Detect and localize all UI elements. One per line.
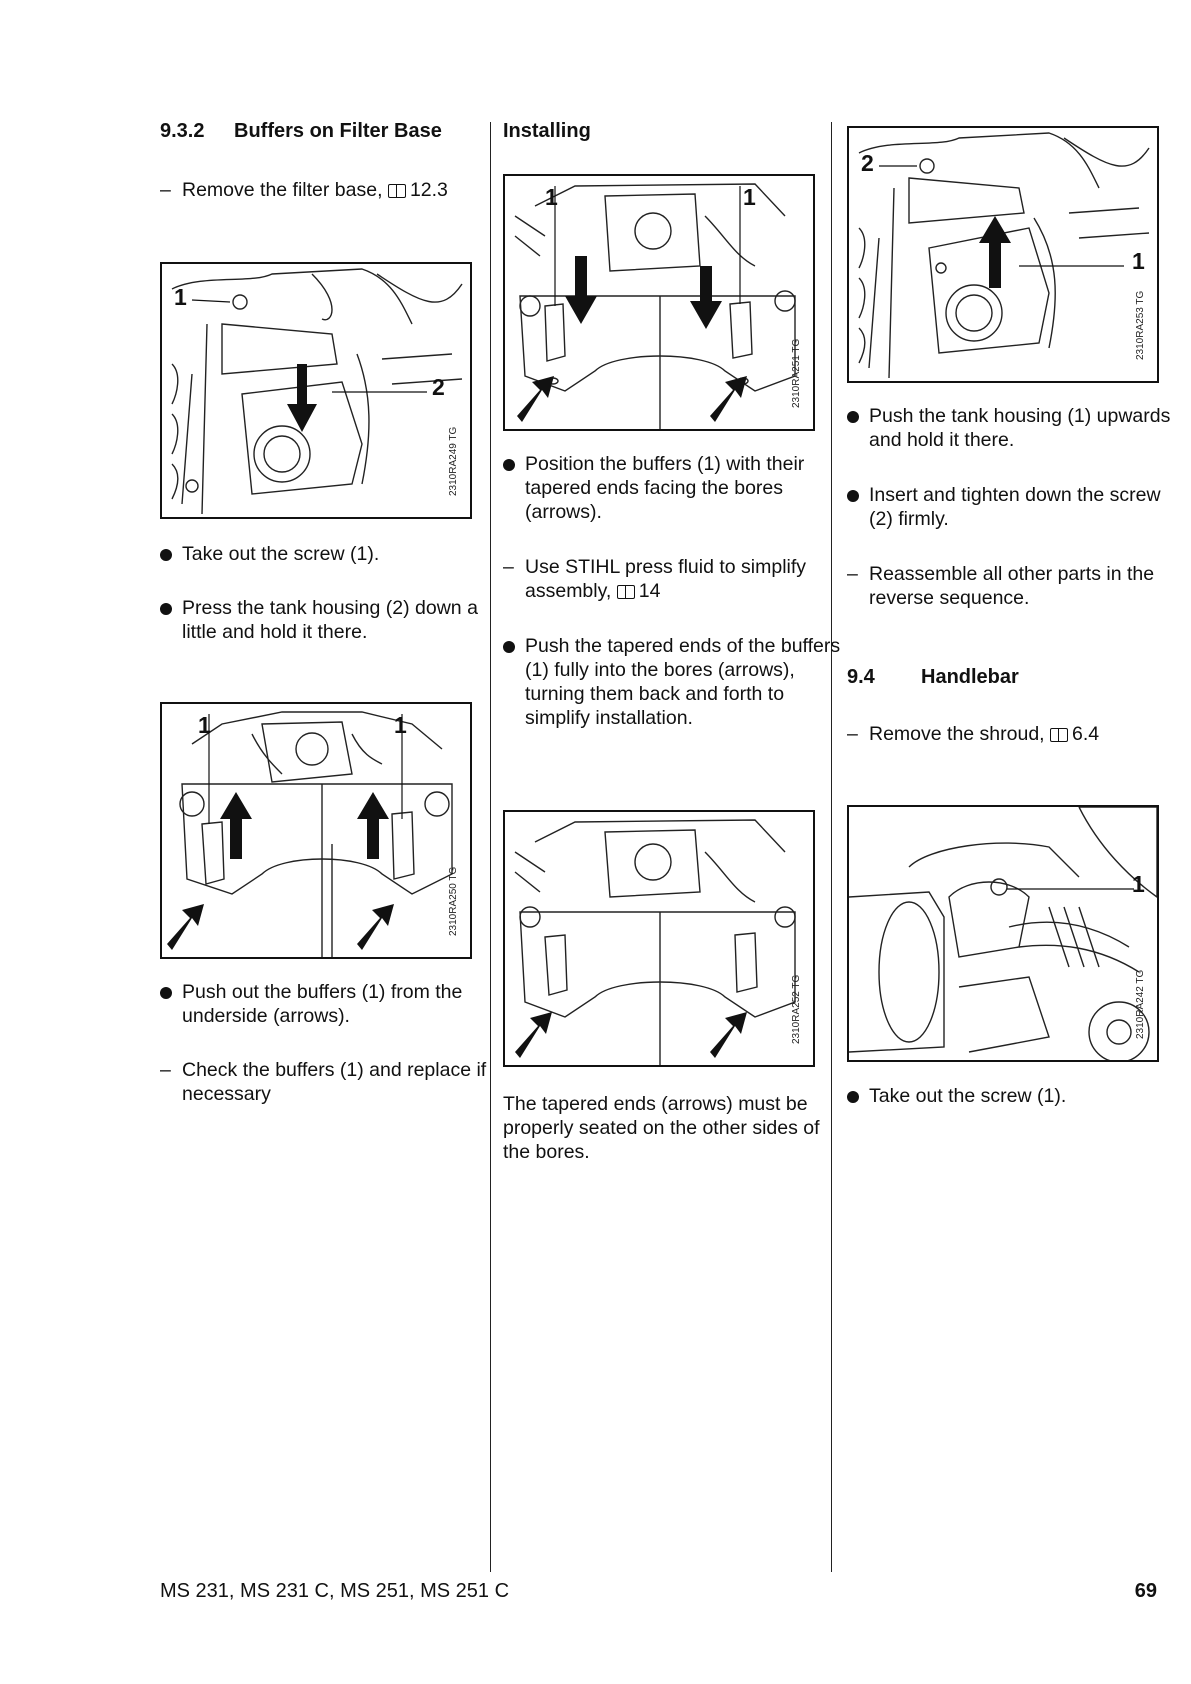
book-reference-icon xyxy=(387,184,406,198)
figure-code: 2310RA252 TG xyxy=(791,974,802,1044)
figure-push-out-buffers: 1 1 2310RA250 TG xyxy=(160,702,472,959)
bullet-marker xyxy=(847,404,865,428)
book-reference-icon xyxy=(1050,728,1069,742)
callout-label: 2 xyxy=(861,150,874,176)
illustration xyxy=(858,132,1150,379)
instruction-dash: – Check the buffers (1) and replace if n… xyxy=(160,1059,487,1105)
figure-tank-housing-up: 2 1 2310RA253 TG xyxy=(847,126,1159,383)
dash-marker: – xyxy=(160,1059,171,1081)
callout-label: 1 xyxy=(394,712,407,738)
instruction-dash: – Remove the shroud, 6.4 xyxy=(847,723,1100,745)
bullet-marker xyxy=(160,542,178,566)
instruction-dash: – Reassemble all other parts in the reve… xyxy=(847,563,1155,609)
subheading-installing: Installing xyxy=(503,120,591,142)
instruction-bullet: Take out the screw (1). xyxy=(847,1084,1189,1108)
figure-code: 2310RA250 TG xyxy=(448,866,459,936)
callout-label: 1 xyxy=(545,184,558,210)
figure-code: 2310RA249 TG xyxy=(448,426,459,496)
figure-remove-screw: 1 2 2310RA249 TG xyxy=(160,262,472,519)
callout-label: 1 xyxy=(1132,871,1145,897)
column-divider xyxy=(831,122,832,1572)
dash-marker: – xyxy=(847,563,858,585)
instruction-dash: – Remove the filter base, 12.3 xyxy=(160,179,448,201)
book-reference-icon xyxy=(616,585,635,599)
callout-label: 2 xyxy=(432,374,445,400)
instruction-bullet: Take out the screw (1). xyxy=(160,542,502,566)
instruction-bullet: Push the tank housing (1) upwards and ho… xyxy=(847,404,1189,452)
section-title: Handlebar xyxy=(921,666,1019,688)
page-number: 69 xyxy=(1134,1580,1157,1602)
bullet-marker xyxy=(160,980,178,1004)
figure-code: 2310RA253 TG xyxy=(1135,290,1146,360)
instruction-bullet: Position the buffers (1) with their tape… xyxy=(503,452,845,524)
illustration xyxy=(849,807,1157,1060)
instruction-dash: – Use STIHL press fluid to simplify asse… xyxy=(503,556,807,602)
dash-marker: – xyxy=(503,556,514,578)
footer-models: MS 231, MS 231 C, MS 251, MS 251 C xyxy=(160,1580,510,1602)
section-title: Buffers on Filter Base xyxy=(234,120,442,142)
illustration xyxy=(167,711,453,957)
bullet-marker xyxy=(503,452,521,476)
illustration xyxy=(514,183,796,429)
figure-position-buffers: 1 1 2310RA251 TG xyxy=(503,174,815,431)
bullet-marker xyxy=(160,596,178,620)
instruction-bullet: Push the tapered ends of the buffers (1)… xyxy=(503,634,845,730)
section-heading-9-3-2: 9.3.2 Buffers on Filter Base xyxy=(160,118,442,144)
section-number: 9.3.2 xyxy=(160,120,205,142)
callout-label: 1 xyxy=(1132,248,1145,274)
section-heading-9-4: 9.4 Handlebar xyxy=(847,664,1019,690)
bullet-marker xyxy=(847,1084,865,1108)
figure-code: 2310RA251 TG xyxy=(791,338,802,408)
illustration xyxy=(514,819,796,1065)
column-divider xyxy=(490,122,491,1572)
callout-label: 1 xyxy=(198,712,211,738)
callout-label: 1 xyxy=(743,184,756,210)
dash-marker: – xyxy=(847,723,858,745)
section-number: 9.4 xyxy=(847,666,875,688)
bullet-marker xyxy=(503,634,521,658)
dash-marker: – xyxy=(160,179,171,201)
instruction-bullet: Push out the buffers (1) from the unders… xyxy=(160,980,502,1028)
instruction-bullet: Press the tank housing (2) down a little… xyxy=(160,596,502,644)
note-text: The tapered ends (arrows) must be proper… xyxy=(503,1093,820,1163)
page-reference: 14 xyxy=(638,580,661,602)
callout-label: 1 xyxy=(174,284,187,310)
page-reference: 6.4 xyxy=(1072,723,1100,745)
page-reference: 12.3 xyxy=(409,179,448,201)
figure-code: 2310RA242 TG xyxy=(1135,969,1146,1039)
illustration xyxy=(171,268,463,515)
bullet-marker xyxy=(847,483,865,507)
instruction-bullet: Insert and tighten down the screw (2) fi… xyxy=(847,483,1189,531)
figure-handlebar-screw: 1 2310RA242 TG xyxy=(847,805,1159,1062)
figure-seated-buffers: 2310RA252 TG xyxy=(503,810,815,1067)
